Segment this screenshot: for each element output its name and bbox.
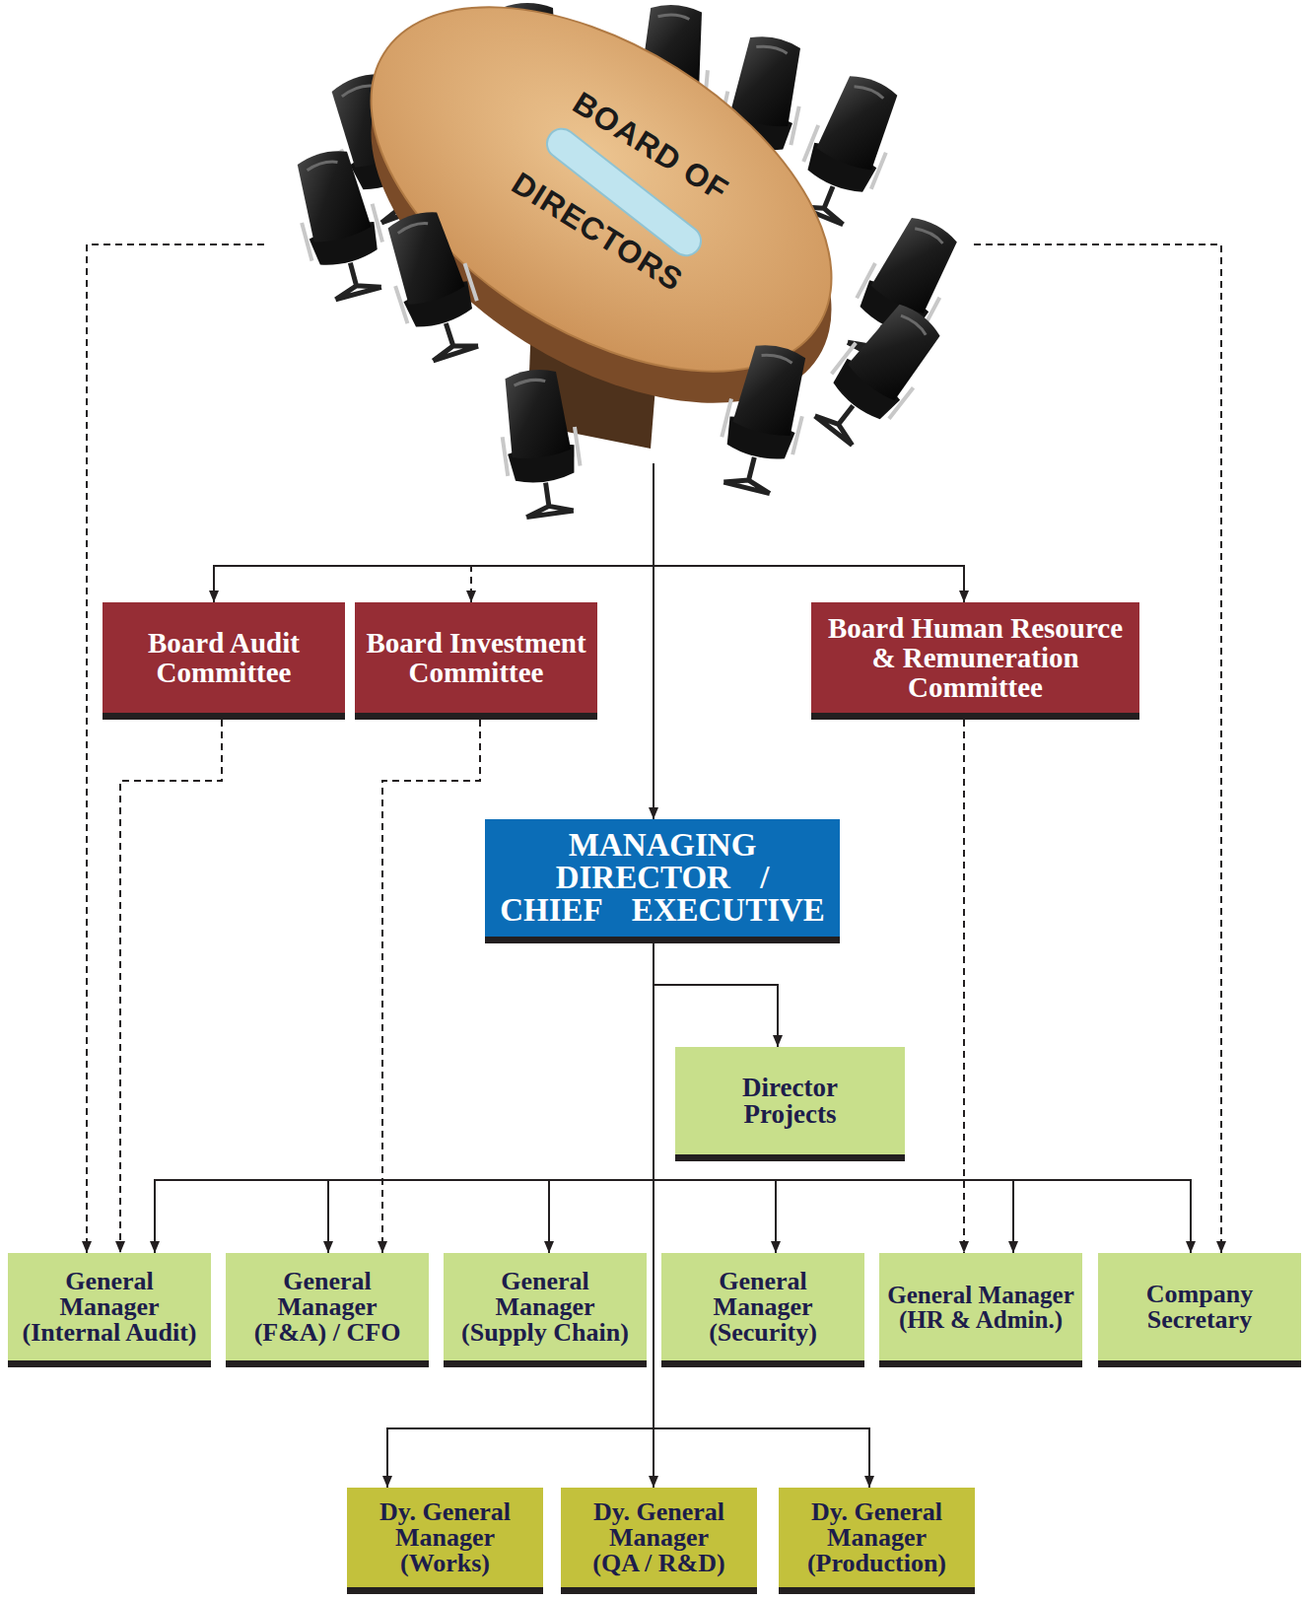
dashed-connector (382, 719, 481, 1253)
manager-box: General Manager (Security) (661, 1252, 865, 1368)
executive-box: MANAGING DIRECTOR / CHIEF EXECUTIVE (484, 819, 840, 944)
node-label: General Manager (HR & Admin.) (883, 1282, 1079, 1332)
manager-box: General Manager (Internal Audit) (7, 1252, 211, 1368)
solid-connector (653, 943, 1014, 1253)
node-label: Board Investment Committee (358, 627, 594, 688)
node-label: General Manager (Supply Chain) (455, 1268, 635, 1346)
solid-connector (213, 463, 654, 603)
manager-box: General Manager (F&A) / CFO (225, 1252, 429, 1368)
node-label: MANAGING DIRECTOR / CHIEF EXECUTIVE (494, 828, 831, 927)
node-label: Director Projects (716, 1074, 865, 1128)
node-label: General Manager (Internal Audit) (17, 1268, 202, 1346)
dashed-connector (120, 719, 222, 1253)
solid-connector (154, 943, 654, 1253)
solid-connector (387, 943, 654, 1488)
deputy-box: Dy. General Manager (QA / R&D) (560, 1487, 758, 1594)
solid-connector (653, 943, 870, 1488)
dashed-connector (86, 244, 265, 1253)
manager-box: General Manager (Supply Chain) (443, 1252, 647, 1368)
committee-box: Board Audit Committee (102, 602, 345, 720)
secretary-box: Company Secretary (1098, 1252, 1302, 1368)
solid-connector (653, 943, 778, 1047)
table-top (308, 0, 895, 447)
board-table: BOARD OF DIRECTORS (264, 0, 974, 464)
solid-connector (653, 463, 964, 603)
node-label: General Manager (Security) (674, 1268, 852, 1346)
solid-connector (652, 463, 655, 820)
dashed-connector (973, 244, 1222, 1253)
node-label: Board Human Resource & Remuneration Comm… (820, 613, 1131, 702)
node-label: Dy. General Manager (Production) (793, 1499, 962, 1577)
solid-connector (328, 943, 654, 1253)
committee-box: Board Investment Committee (354, 602, 598, 720)
deputy-box: Dy. General Manager (Production) (778, 1487, 975, 1594)
committee-box: Board Human Resource & Remuneration Comm… (811, 602, 1140, 720)
node-label: Board Audit Committee (106, 627, 342, 688)
node-label: Company Secretary (1110, 1281, 1289, 1333)
dashed-connector (471, 463, 654, 603)
manager-box: General Manager (HR & Admin.) (879, 1252, 1083, 1368)
dashed-connector (963, 719, 965, 1253)
node-label: General Manager (F&A) / CFO (248, 1268, 407, 1346)
director-box: Director Projects (675, 1046, 905, 1162)
solid-connector (653, 943, 1191, 1253)
table-title: BOARD OF DIRECTORS (466, 38, 783, 341)
node-label: Dy. General Manager (Works) (356, 1499, 535, 1577)
node-label: Dy. General Manager (QA / R&D) (587, 1499, 731, 1577)
solid-connector (549, 943, 654, 1253)
deputy-box: Dy. General Manager (Works) (346, 1487, 544, 1594)
